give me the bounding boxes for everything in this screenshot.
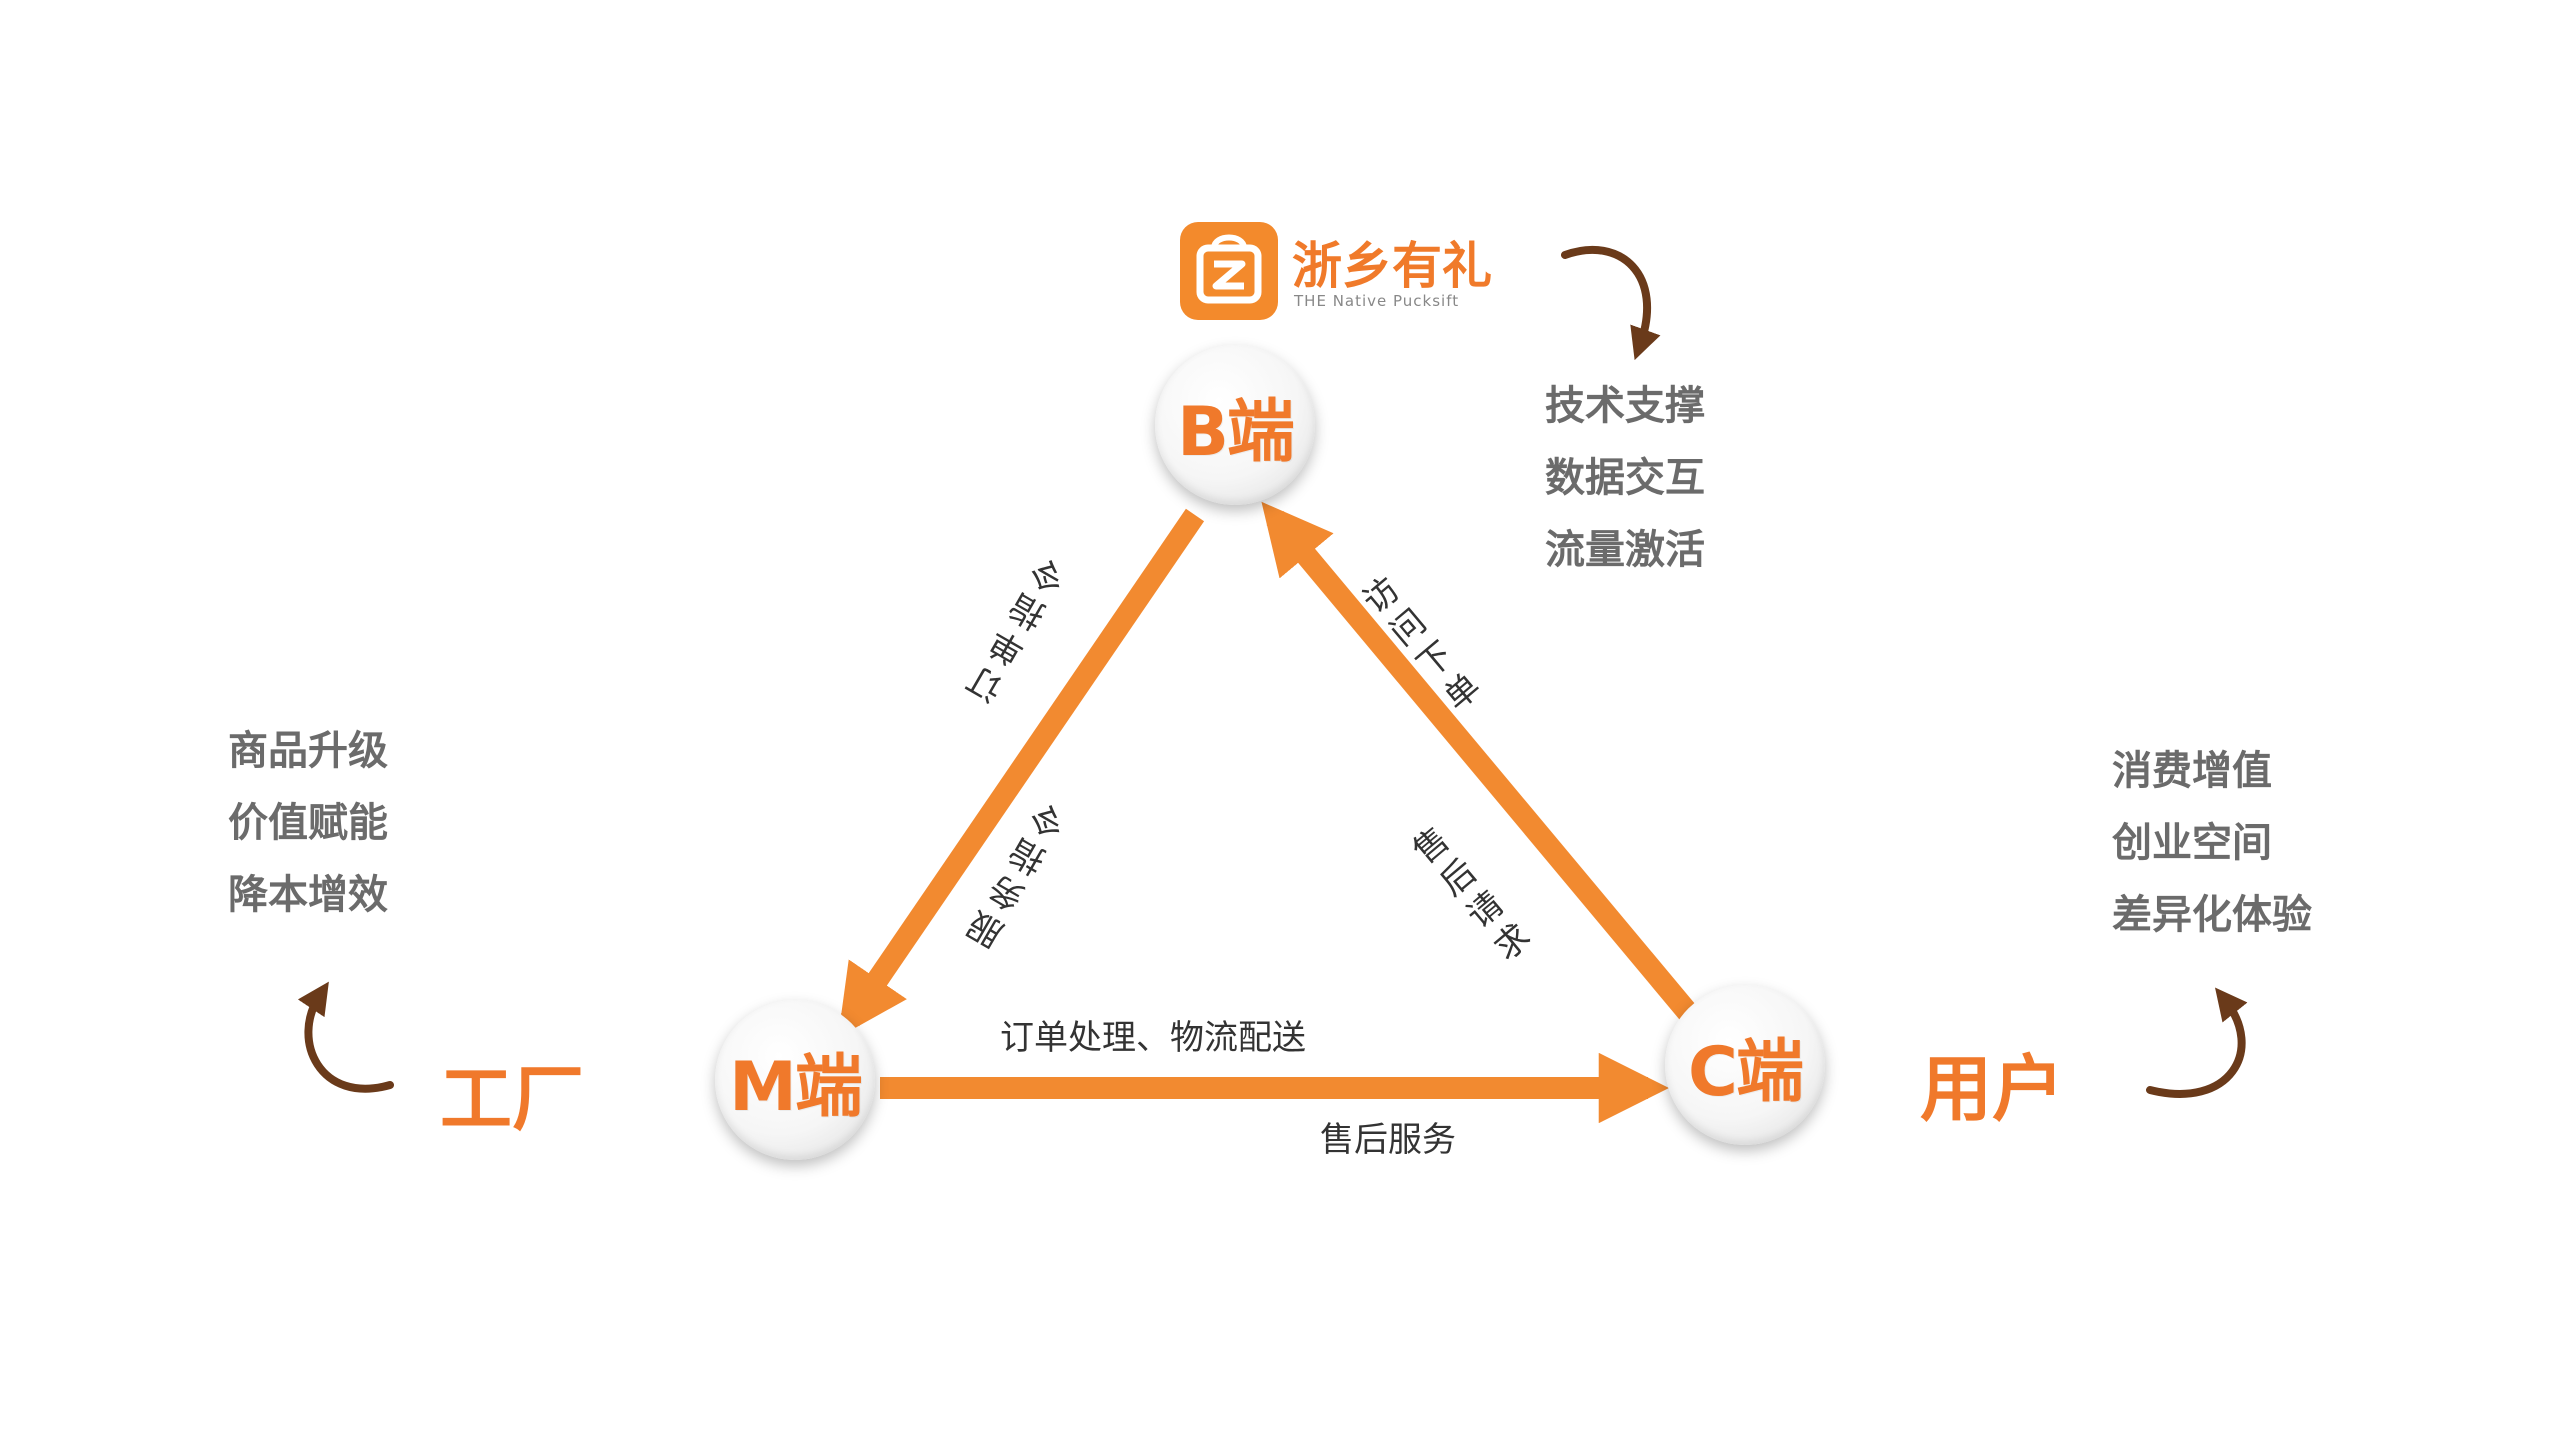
m-feature-list: 商品升级 价值赋能 降本增效 <box>228 715 388 931</box>
arrow-c-to-b <box>1261 501 1699 1023</box>
m-feature-item: 降本增效 <box>228 872 388 918</box>
curved-arrow-m-icon <box>297 981 394 1093</box>
node-m-label: M端 <box>729 1047 863 1127</box>
edge-m-to-c-top-label: 订单处理、物流配送 <box>1000 1018 1306 1058</box>
node-c-label: C端 <box>1688 1032 1804 1112</box>
b-feature-item: 流量激活 <box>1545 527 1705 573</box>
node-c: C端 <box>1665 985 1825 1145</box>
b-feature-item: 数据交互 <box>1545 455 1705 501</box>
node-m: M端 <box>715 1000 875 1160</box>
b-feature-list: 技术支撑 数据交互 流量激活 <box>1545 370 1705 586</box>
user-label: 用户 <box>1920 1047 2065 1131</box>
arrow-b-to-m <box>838 508 1205 1038</box>
curved-arrow-b-icon <box>1561 246 1661 361</box>
m-feature-item: 商品升级 <box>228 728 388 774</box>
brand-subtitle: THE Native Pucksift <box>1294 292 1460 310</box>
m-feature-item: 价值赋能 <box>228 800 388 846</box>
b-feature-item: 技术支撑 <box>1545 383 1705 429</box>
c-feature-item: 消费增值 <box>2112 748 2272 794</box>
c-feature-item: 差异化体验 <box>2112 892 2312 938</box>
brand-logo: 浙乡有礼 THE Native Pucksift <box>1180 220 1520 320</box>
shopping-bag-z-icon <box>1180 222 1278 320</box>
brand-name: 浙乡有礼 <box>1292 237 1492 295</box>
c-feature-list: 消费增值 创业空间 差异化体验 <box>2112 735 2312 951</box>
curved-arrow-c-icon <box>2146 987 2248 1098</box>
node-b: B端 <box>1155 345 1315 505</box>
factory-label: 工厂 <box>440 1057 585 1141</box>
c-feature-item: 创业空间 <box>2112 820 2272 866</box>
edge-m-to-c-bottom-label: 售后服务 <box>1320 1120 1456 1160</box>
node-b-label: B端 <box>1177 392 1295 472</box>
